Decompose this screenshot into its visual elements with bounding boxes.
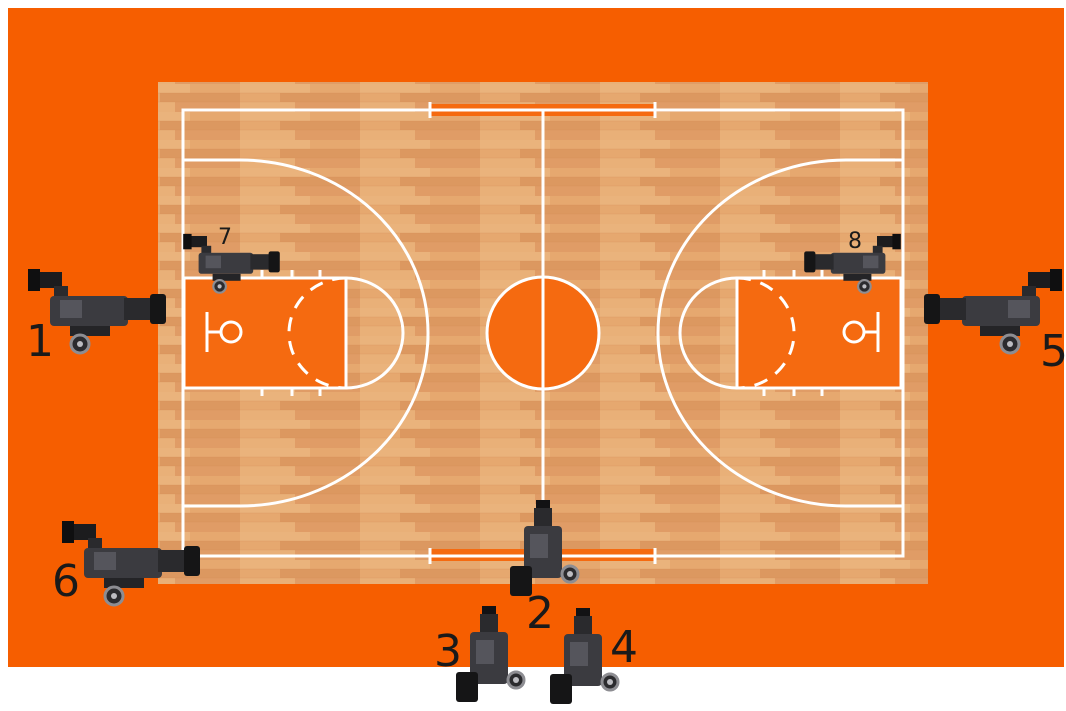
camera-6-label: 6: [52, 556, 80, 607]
camera-1-label: 1: [26, 316, 54, 367]
camera-5-label: 5: [1040, 326, 1066, 377]
camera-7-label: 7: [218, 225, 232, 250]
camera-3-label: 3: [434, 626, 462, 677]
camera-2-label: 2: [526, 588, 554, 639]
camera-8-label: 8: [848, 229, 862, 254]
camera-4-label: 4: [610, 622, 638, 673]
